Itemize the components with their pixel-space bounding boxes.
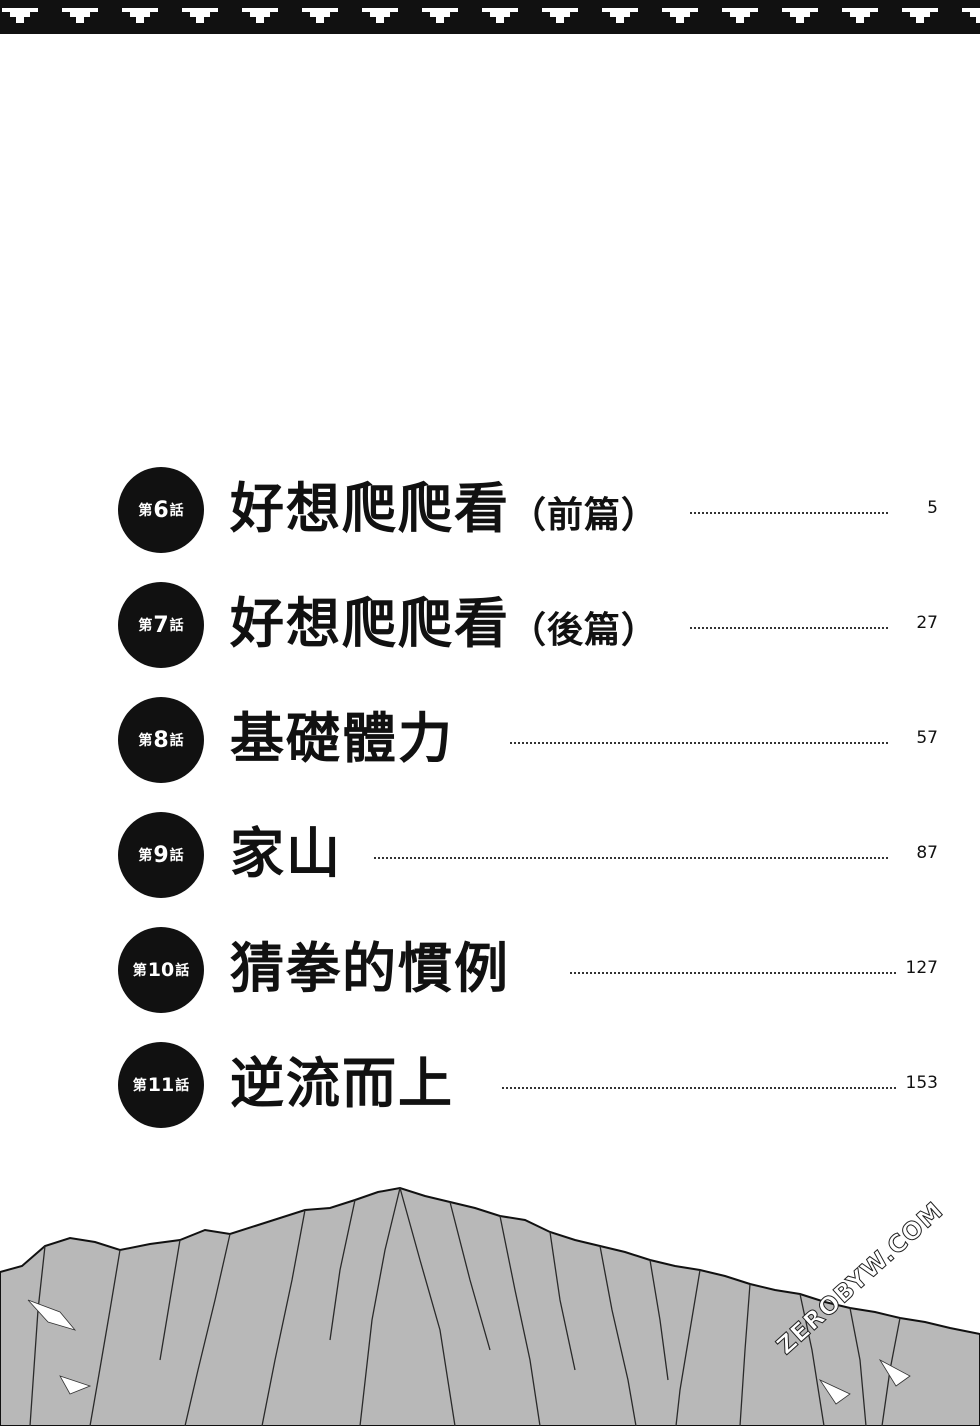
chapter-title: 好想爬爬看（後篇）: [230, 592, 659, 655]
border-motif: [482, 8, 518, 23]
chapter-title: 家山: [230, 822, 342, 885]
border-motif: [602, 8, 638, 23]
mountain-illustration: [0, 1186, 980, 1426]
border-motif: [242, 8, 278, 23]
chapter-title: 逆流而上: [230, 1052, 454, 1115]
dotted-leader: [690, 627, 888, 629]
snow-patches: [27, 1299, 911, 1405]
border-motif: [662, 8, 698, 23]
border-motif: [302, 8, 338, 23]
page-number: 5: [927, 498, 938, 518]
mountain-hatching: [29, 1187, 901, 1426]
border-motif: [782, 8, 818, 23]
border-motif: [962, 8, 980, 23]
chapter-title: 猜拳的慣例: [230, 937, 510, 1000]
border-motif: [2, 8, 38, 23]
dotted-leader: [690, 512, 888, 514]
dotted-leader: [374, 857, 888, 859]
chapter-title: 好想爬爬看（前篇）: [230, 477, 659, 540]
border-motif: [842, 8, 878, 23]
chapter-subtitle: （後篇）: [510, 610, 659, 651]
page-number: 127: [905, 958, 938, 978]
border-motif: [542, 8, 578, 23]
border-motif: [362, 8, 398, 23]
page-number: 153: [905, 1073, 938, 1093]
border-motif: [182, 8, 218, 23]
dotted-leader: [570, 972, 896, 974]
chapter-title: 基礎體力: [230, 707, 454, 770]
top-border-pattern: [0, 0, 980, 34]
page-number: 57: [916, 728, 938, 748]
border-motif: [422, 8, 458, 23]
dotted-leader: [502, 1087, 896, 1089]
dotted-leader: [510, 742, 888, 744]
border-motif: [62, 8, 98, 23]
chapter-subtitle: （前篇）: [510, 495, 659, 536]
border-motif: [722, 8, 758, 23]
page-number: 27: [916, 613, 938, 633]
border-motif: [122, 8, 158, 23]
page-number: 87: [916, 843, 938, 863]
border-motif: [902, 8, 938, 23]
